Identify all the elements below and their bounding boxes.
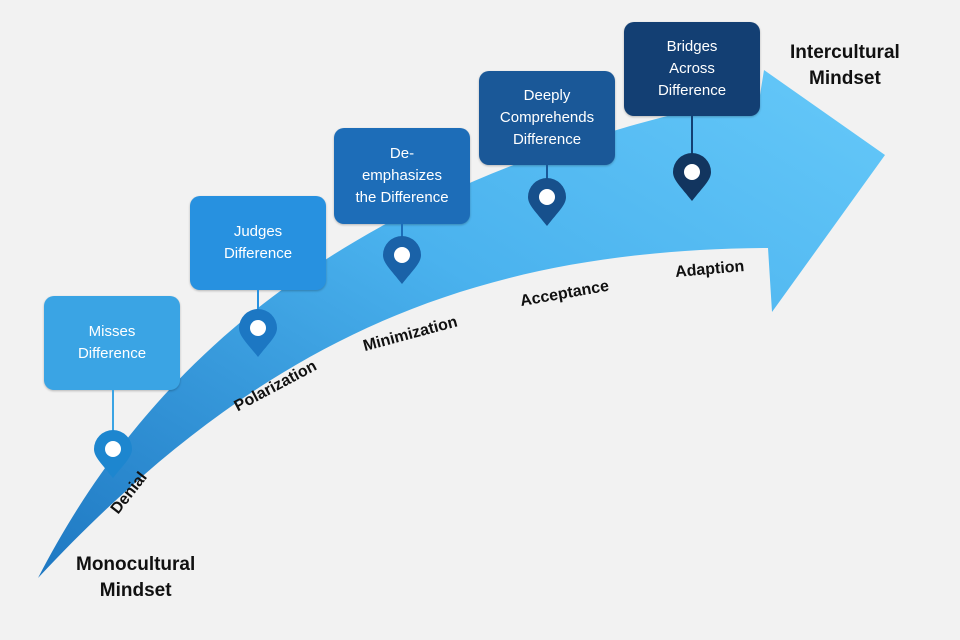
stage-box-polarization: Judges Difference [190, 196, 326, 290]
stem-polarization [257, 290, 259, 316]
stage-box-minimization: De- emphasizes the Difference [334, 128, 470, 224]
stem-minimization [401, 224, 403, 244]
pin-icon-denial [94, 430, 132, 478]
stem-denial [112, 390, 114, 438]
stage-box-acceptance: Deeply Comprehends Difference [479, 71, 615, 165]
stage-box-denial: Misses Difference [44, 296, 180, 390]
pin-icon-acceptance [528, 178, 566, 226]
arrow-body [38, 70, 885, 578]
pin-icon-adaption [673, 153, 711, 201]
stem-acceptance [546, 165, 548, 185]
stage-box-adaption: Bridges Across Difference [624, 22, 760, 116]
mindset-start-label: Monocultural Mindset [76, 554, 196, 601]
pin-icon-minimization [383, 236, 421, 284]
pin-icon-polarization [239, 309, 277, 357]
mindset-end-label: Intercultural Mindset [790, 42, 900, 89]
stem-adaption [691, 116, 693, 160]
